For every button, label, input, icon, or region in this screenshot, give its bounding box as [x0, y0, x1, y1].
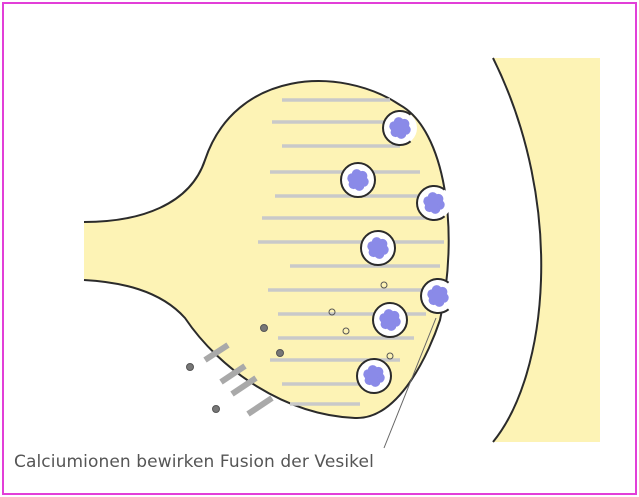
- fusing-vesicle: [421, 279, 455, 313]
- synaptic-vesicle: [357, 359, 391, 393]
- postsynaptic-membrane: [493, 58, 600, 442]
- fusing-vesicle: [383, 111, 417, 145]
- calcium-ion: [187, 364, 194, 371]
- fusing-vesicle: [417, 186, 451, 220]
- synaptic-vesicle: [373, 303, 407, 337]
- calcium-ion: [213, 406, 220, 413]
- synaptic-vesicle: [341, 163, 375, 197]
- synaptic-vesicle: [361, 231, 395, 265]
- calcium-ion: [261, 325, 268, 332]
- caption-label: Calciumionen bewirken Fusion der Vesikel: [14, 452, 374, 472]
- calcium-ion: [277, 350, 284, 357]
